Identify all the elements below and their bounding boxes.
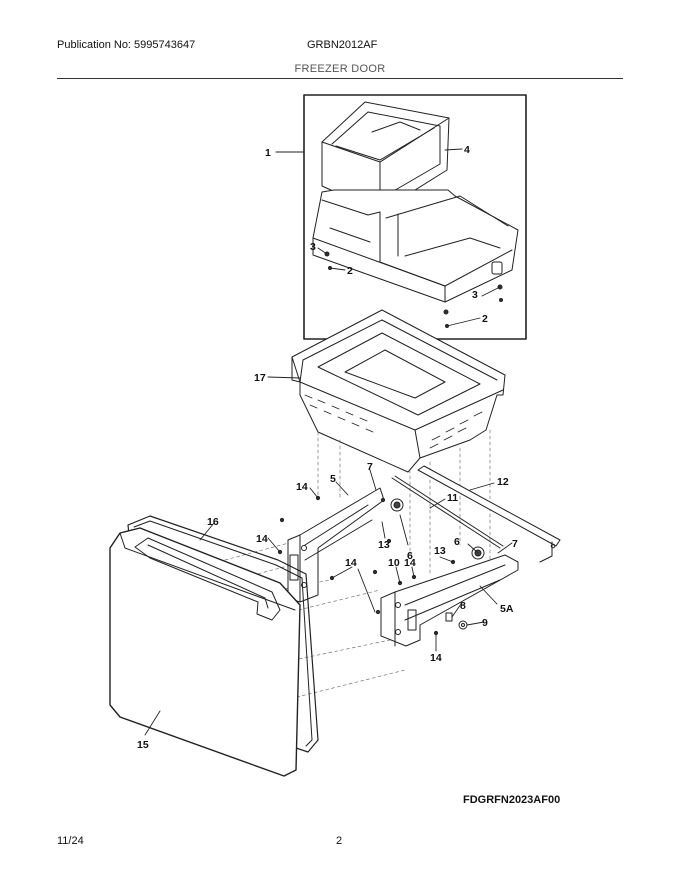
callout-label: 14 [430, 652, 442, 664]
door-panel [109, 527, 301, 777]
clip-parts [445, 612, 468, 630]
publication-number: Publication No: 5995743647 [57, 39, 196, 51]
callout-label: 5 [330, 473, 336, 485]
callout-label: 16 [207, 516, 219, 528]
page-number: 2 [336, 835, 343, 847]
callout-label: 7 [512, 538, 518, 550]
leader-lines [144, 148, 513, 736]
callout-label: 14 [256, 533, 268, 545]
header-rule [57, 78, 623, 79]
diagram-code: FDGRFN2023AF00 [463, 794, 561, 806]
freezer-basket [291, 309, 506, 473]
callout-label: 11 [447, 492, 458, 504]
model-number: GRBN2012AF [307, 39, 378, 51]
callout-label: 2 [482, 313, 488, 325]
callout-label: 10 [388, 557, 400, 569]
section-title: FREEZER DOOR [294, 63, 386, 75]
support-bar [417, 465, 561, 563]
callout-label: 6 [407, 550, 413, 562]
callout-label: 4 [464, 144, 470, 156]
callout-label: 1 [265, 147, 271, 159]
callout-label: 15 [137, 739, 149, 751]
right-slide-rail [380, 554, 519, 647]
callout-label: 14 [404, 557, 416, 569]
callout-labels: 1 4 3 2 3 2 17 5 7 14 11 12 6 13 16 14 1… [137, 144, 518, 751]
callout-label: 2 [347, 265, 353, 277]
callout-label: 14 [296, 481, 308, 493]
callout-label: 17 [254, 372, 266, 384]
callout-label: 3 [310, 241, 316, 253]
callout-label: 3 [472, 289, 478, 301]
lower-tray [312, 189, 519, 303]
footer-date: 11/24 [57, 835, 84, 847]
callout-label: 8 [460, 600, 466, 612]
callout-label: 6 [454, 536, 460, 548]
callout-label: 12 [497, 476, 509, 488]
callout-label: 14 [345, 557, 357, 569]
callout-label: 5A [500, 603, 514, 615]
callout-label: 13 [434, 545, 446, 557]
rod [391, 475, 504, 549]
callout-label: 7 [367, 461, 373, 473]
callout-label: 13 [378, 539, 390, 551]
callout-label: 9 [482, 617, 488, 629]
